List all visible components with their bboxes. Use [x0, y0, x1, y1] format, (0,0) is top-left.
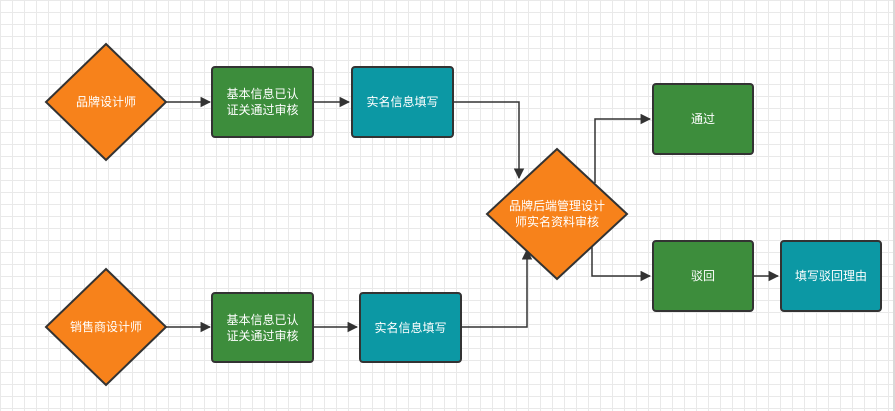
- diamond-review: [485, 147, 629, 281]
- box-basic-info-top: [211, 66, 314, 138]
- box-reject-reason: [780, 240, 882, 312]
- box-realname-top: [351, 66, 454, 138]
- box-realname-bottom: [359, 292, 462, 363]
- edge-review-to-reject: [591, 243, 652, 282]
- edge-review-to-pass: [594, 113, 652, 183]
- canvas-right-border: [893, 0, 895, 411]
- edge-realname-bottom-to-review: [461, 248, 533, 328]
- diamond-brand-designer: [44, 42, 168, 162]
- box-pass: [652, 83, 754, 155]
- connectors: [166, 96, 780, 333]
- box-reject: [652, 240, 754, 312]
- diamond-dealer-designer: [44, 267, 168, 387]
- edge-realname-top-to-review: [453, 101, 525, 180]
- box-basic-info-bottom: [211, 292, 314, 363]
